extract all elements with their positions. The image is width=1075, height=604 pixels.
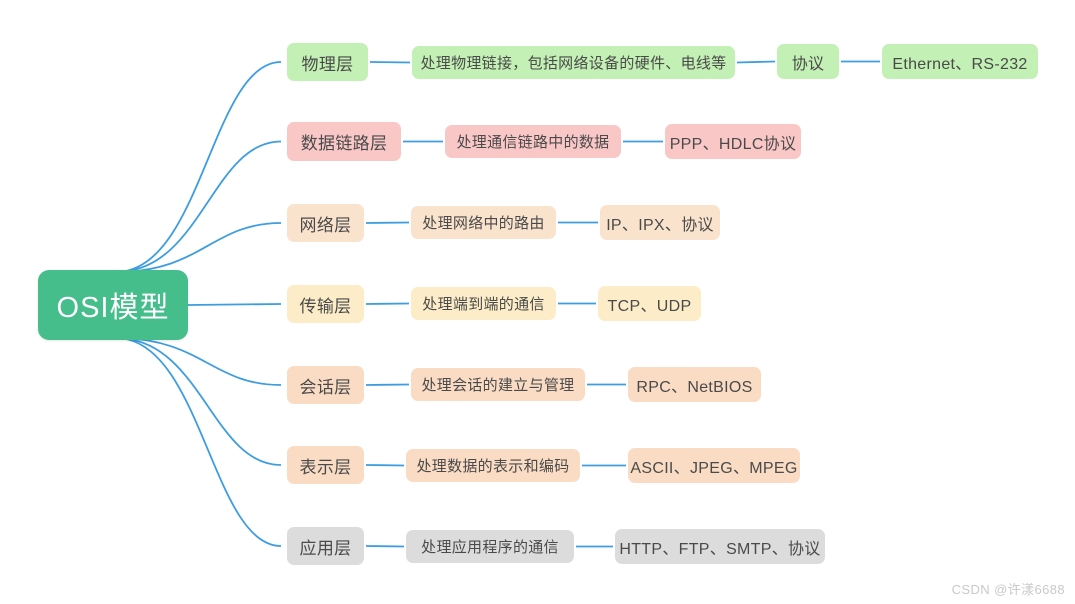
node-session-desc[interactable]: 处理会话的建立与管理 xyxy=(411,368,585,401)
node-presentation-proto[interactable]: ASCII、JPEG、MPEG xyxy=(628,448,800,483)
connector-curve xyxy=(115,337,282,466)
connector-curve xyxy=(115,337,282,547)
node-session-proto[interactable]: RPC、NetBIOS xyxy=(628,367,761,402)
root-node[interactable]: OSI模型 xyxy=(38,270,188,340)
node-datalink-proto[interactable]: PPP、HDLC协议 xyxy=(665,124,801,159)
node-physical-desc[interactable]: 处理物理链接，包括网络设备的硬件、电线等 xyxy=(412,46,735,79)
connector-line xyxy=(365,302,410,305)
connector-line xyxy=(365,383,410,386)
watermark: CSDN @许漾6688 xyxy=(951,582,1065,597)
connector-curve xyxy=(115,222,282,273)
connector-curve xyxy=(115,337,282,386)
connector-line xyxy=(187,303,282,306)
node-physical-layer[interactable]: 物理层 xyxy=(287,43,368,81)
node-session-layer[interactable]: 会话层 xyxy=(287,366,364,404)
node-presentation-layer[interactable]: 表示层 xyxy=(287,446,364,484)
connector-line xyxy=(369,61,411,64)
node-network-desc[interactable]: 处理网络中的路由 xyxy=(411,206,556,239)
node-datalink-desc[interactable]: 处理通信链路中的数据 xyxy=(445,125,621,158)
connector-line xyxy=(736,60,776,64)
node-network-layer[interactable]: 网络层 xyxy=(287,204,364,242)
connector-line xyxy=(365,545,405,548)
node-network-proto[interactable]: IP、IPX、协议 xyxy=(600,205,720,240)
node-application-proto[interactable]: HTTP、FTP、SMTP、协议 xyxy=(615,529,825,564)
node-datalink-layer[interactable]: 数据链路层 xyxy=(287,122,401,161)
node-transport-desc[interactable]: 处理端到端的通信 xyxy=(411,287,556,320)
connector-curve xyxy=(115,140,282,273)
node-transport-layer[interactable]: 传输层 xyxy=(287,285,364,323)
node-physical-proto-2[interactable]: Ethernet、RS-232 xyxy=(882,44,1038,79)
node-transport-proto[interactable]: TCP、UDP xyxy=(598,286,701,321)
connector-curve xyxy=(115,61,282,273)
node-application-layer[interactable]: 应用层 xyxy=(287,527,364,565)
connector-line xyxy=(365,464,405,467)
node-application-desc[interactable]: 处理应用程序的通信 xyxy=(406,530,574,563)
node-physical-proto[interactable]: 协议 xyxy=(777,44,839,79)
connector-line xyxy=(365,221,410,224)
node-presentation-desc[interactable]: 处理数据的表示和编码 xyxy=(406,449,580,482)
